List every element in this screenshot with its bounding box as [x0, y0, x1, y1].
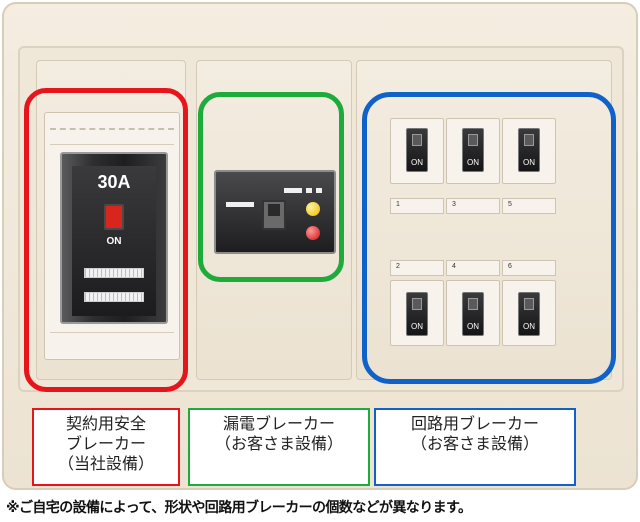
leakage-breaker-switch-knob — [268, 204, 280, 216]
circuit-breaker-on-label: ON — [411, 158, 423, 167]
leakage-breaker-caption: 漏電ブレーカー （お客さま設備） — [188, 408, 370, 486]
main-breaker-switch — [104, 204, 124, 230]
circuit-number: 6 — [508, 263, 512, 270]
circuit-breaker-toggle — [412, 134, 422, 146]
circuit-number: 2 — [396, 263, 400, 270]
circuit-breaker-switch — [462, 292, 484, 336]
circuit-breaker-caption: 回路用ブレーカー （お客さま設備） — [374, 408, 576, 486]
main-breaker-spec-strip — [84, 268, 144, 278]
caption-line: （お客さま設備） — [214, 434, 343, 453]
circuit-breaker-on-label: ON — [523, 322, 535, 331]
caption-line: （お客さま設備） — [410, 434, 539, 453]
circuit-breaker-switch — [518, 128, 540, 172]
leakage-breaker-bar — [316, 188, 322, 193]
circuit-number: 4 — [452, 263, 456, 270]
caption-line: ブレーカー — [65, 434, 146, 453]
main-breaker-plate-line — [50, 144, 174, 145]
circuit-number-slot — [502, 260, 556, 276]
leakage-breaker-bar — [306, 188, 312, 193]
leakage-red-test-button — [306, 226, 320, 240]
caption-line: 漏電ブレーカー — [222, 414, 335, 433]
circuit-number-slot — [446, 260, 500, 276]
leakage-yellow-indicator — [306, 202, 320, 216]
main-breaker-window — [72, 166, 156, 316]
caption-line: （当社設備） — [57, 454, 154, 473]
main-breaker-dashed-line — [50, 128, 174, 130]
circuit-number: 5 — [508, 201, 512, 208]
caption-line: 回路用ブレーカー — [410, 414, 539, 433]
circuit-breaker-toggle — [468, 298, 478, 310]
main-breaker-highlight — [24, 88, 188, 392]
circuit-number-slot — [390, 198, 444, 214]
circuit-number: 1 — [396, 201, 400, 208]
footnote: ※ご自宅の設備によって、形状や回路用ブレーカーの個数などが異なります。 — [6, 500, 472, 516]
circuit-breaker-toggle — [524, 134, 534, 146]
circuit-breaker-toggle — [524, 298, 534, 310]
circuit-breaker-switch — [406, 128, 428, 172]
circuit-number-slot — [390, 260, 444, 276]
circuit-breaker-toggle — [412, 298, 422, 310]
main-breaker-caption: 契約用安全 ブレーカー （当社設備） — [32, 408, 180, 486]
caption-line: 契約用安全 — [65, 414, 146, 433]
circuit-number-slot — [502, 198, 556, 214]
main-breaker-spec-strip — [84, 292, 144, 302]
circuit-number: 3 — [452, 201, 456, 208]
circuit-breaker-on-label: ON — [411, 322, 423, 331]
circuit-breaker-toggle — [468, 134, 478, 146]
circuit-breaker-on-label: ON — [467, 322, 479, 331]
main-breaker-plate-line — [50, 332, 174, 333]
circuit-breaker-on-label: ON — [467, 158, 479, 167]
circuit-breaker-switch — [518, 292, 540, 336]
circuit-breaker-on-label: ON — [523, 158, 535, 167]
circuit-breaker-switch — [406, 292, 428, 336]
leakage-breaker-bar — [284, 188, 302, 193]
leakage-breaker-bar — [226, 202, 254, 207]
circuit-breaker-highlight — [362, 92, 616, 384]
main-breaker-on-label: ON — [106, 236, 122, 247]
circuit-breaker-switch — [462, 128, 484, 172]
main-breaker-amperage: 30A — [97, 172, 131, 192]
circuit-number-slot — [446, 198, 500, 214]
leakage-breaker-highlight — [198, 92, 344, 282]
